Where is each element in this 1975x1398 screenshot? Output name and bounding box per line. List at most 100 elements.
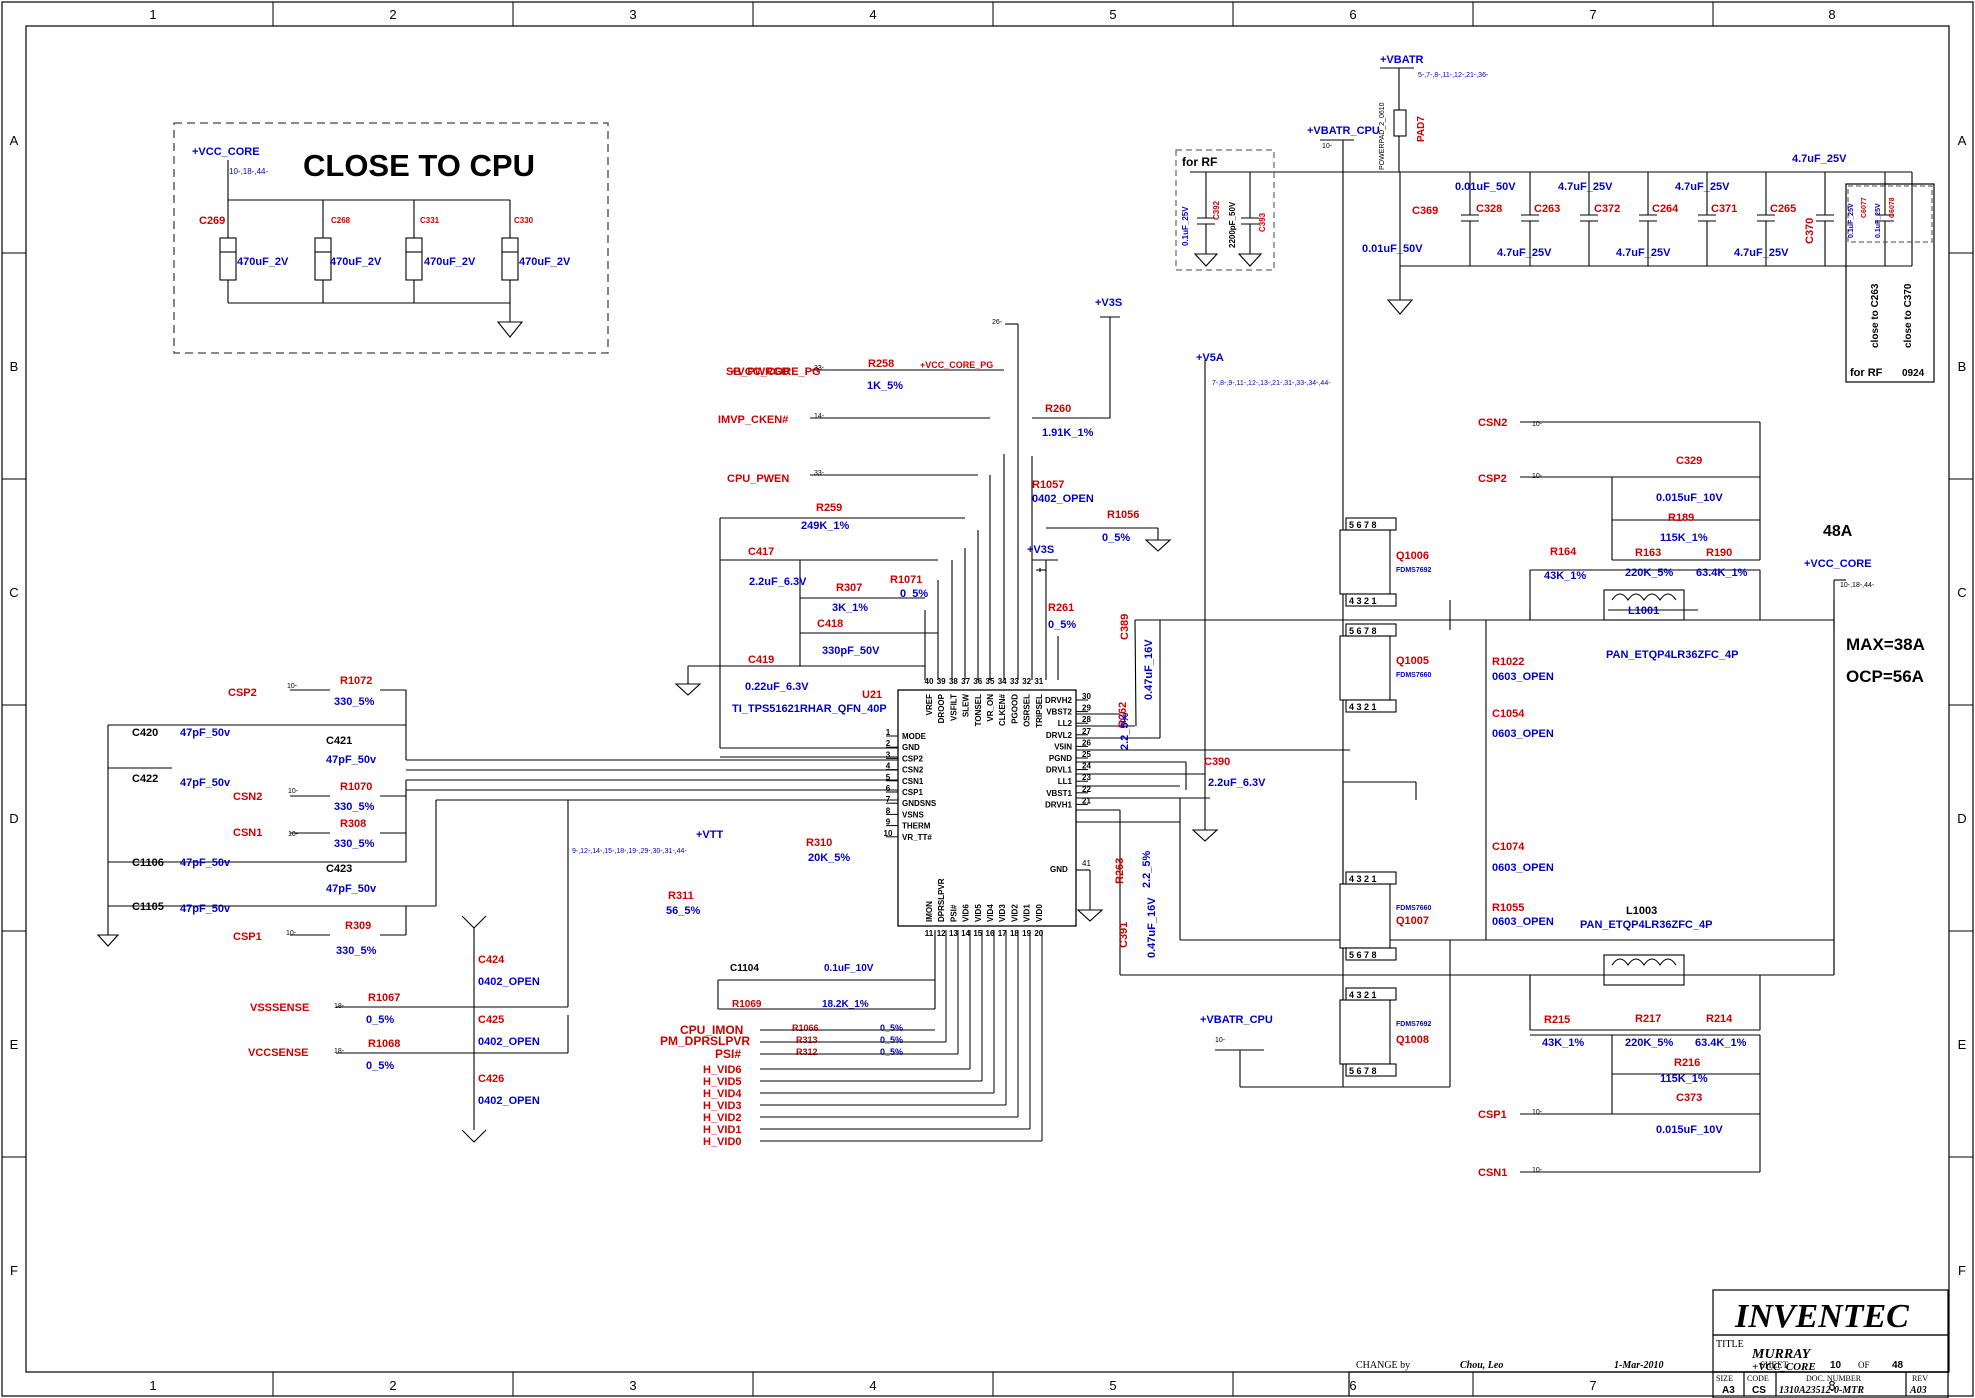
part-ref: R313 <box>796 1035 818 1045</box>
pin-name: VID5 <box>974 904 983 922</box>
pin-name: VID0 <box>1035 904 1044 922</box>
part-value: 0603_OPEN <box>1492 671 1554 683</box>
pin-number: 9 <box>886 818 891 827</box>
pin-name: PGND <box>1049 754 1072 763</box>
part-value: 0402_OPEN <box>478 1036 540 1048</box>
pins: 5 6 7 8 <box>1349 1066 1377 1076</box>
pin-name: VBST1 <box>1046 789 1072 798</box>
part-ref: C426 <box>478 1073 504 1085</box>
rail-label: +V5A <box>1196 352 1224 364</box>
pin-name: MODE <box>902 732 927 741</box>
pin-number: 12 <box>937 929 946 938</box>
part-value: 0402_OPEN <box>478 1095 540 1107</box>
part-ref: C264 <box>1652 203 1679 215</box>
pin-number: 22 <box>1082 785 1091 794</box>
part-value: 0_5% <box>1102 532 1130 544</box>
pin-number: 20 <box>1034 929 1043 938</box>
part-ref: R258 <box>868 358 894 370</box>
part-value: 20K_5% <box>808 852 850 864</box>
col-label: 2 <box>389 1378 396 1393</box>
part-ref: C420 <box>132 727 158 739</box>
net-ref: 33- <box>814 470 825 477</box>
part-ref: C269 <box>199 215 225 227</box>
part-value: 0.015uF_10V <box>1656 492 1723 504</box>
part-value: 0_5% <box>880 1035 903 1045</box>
row-label: D <box>1957 811 1966 826</box>
part-ref: C1105 <box>132 901 164 913</box>
col-label: 1 <box>149 1378 156 1393</box>
col-label: 4 <box>869 1378 876 1393</box>
net-label: CSP1 <box>1478 1109 1507 1121</box>
sheet-number: 10 <box>1830 1360 1842 1371</box>
pin-name: VID3 <box>998 904 1007 922</box>
part-value: 63.4K_1% <box>1696 567 1748 579</box>
pin-number: 37 <box>961 677 970 686</box>
part-value: FDMS7660 <box>1396 905 1432 912</box>
net-ref: 26- <box>992 319 1003 326</box>
pin-name: CSP2 <box>902 754 923 763</box>
net-label: VSSSENSE <box>250 1002 309 1014</box>
part-value: 470uF_2V <box>237 256 289 268</box>
rail-label: +VBATR_CPU <box>1200 1014 1273 1026</box>
part-value: 115K_1% <box>1660 532 1708 544</box>
pin-number: 14 <box>961 929 970 938</box>
pin-name: SLEW <box>962 694 971 718</box>
net-label: CSN2 <box>1478 417 1507 429</box>
pin-number: 31 <box>1034 677 1043 686</box>
row-label: F <box>1958 1263 1966 1278</box>
title-block: INVENTEC TITLE MURRAY +VCC_CORE SIZE A3 … <box>1348 1289 1949 1398</box>
part-value: 4.7uF_25V <box>1558 181 1613 193</box>
pin-number: 8 <box>886 806 891 815</box>
part-value: 18.2K_1% <box>822 999 869 1010</box>
net-label: H_VID2 <box>703 1112 742 1124</box>
part-value: 470uF_2V <box>424 256 476 268</box>
part-ref: R1057 <box>1032 479 1064 491</box>
part-value: 0.1uF_10V <box>824 963 874 974</box>
pins: 4 3 2 1 <box>1349 990 1377 1000</box>
part-ref: R262 <box>1117 702 1129 728</box>
pin-number: 27 <box>1082 727 1091 736</box>
rail-ref: 10-,18-,44- <box>1840 582 1875 589</box>
ocp-note: OCP=56A <box>1846 667 1924 686</box>
pin-name: DRVH2 <box>1045 696 1073 705</box>
part-ref: C328 <box>1476 203 1502 215</box>
part-value: 0402_OPEN <box>1032 493 1094 505</box>
part-value: 330_5% <box>334 696 375 708</box>
pin-number: 41 <box>1082 859 1091 868</box>
rail-ref: 10- <box>1322 143 1333 150</box>
pin-number: 35 <box>986 677 995 686</box>
part-value: 2.2uF_6.3V <box>1208 777 1266 789</box>
part-value: 1.91K_1% <box>1042 427 1094 439</box>
pin-name: TONSEL <box>974 694 983 726</box>
part-ref: C393 <box>1258 212 1267 232</box>
net-ref: 10- <box>288 831 299 838</box>
part-value: 0.01uF_50V <box>1362 243 1423 255</box>
part-value: 0_5% <box>366 1014 394 1026</box>
pin-name: LL1 <box>1058 777 1073 786</box>
part-ref: C421 <box>326 735 352 747</box>
part-value: FDMS7692 <box>1396 567 1432 574</box>
part-ref: R189 <box>1668 512 1694 524</box>
pin-number: 29 <box>1082 704 1091 713</box>
row-label: B <box>1958 359 1967 374</box>
part-ref: L1001 <box>1628 605 1659 617</box>
row-label: F <box>10 1263 18 1278</box>
part-value: 0_5% <box>880 1023 903 1033</box>
part-value: 4.7uF_25V <box>1675 181 1730 193</box>
pin-name: TRIPSEL <box>1035 694 1044 728</box>
col-label: 5 <box>1109 1378 1116 1393</box>
part-value: 249K_1% <box>801 520 850 532</box>
col-label: 1 <box>149 7 156 22</box>
pin-number: 33 <box>1010 677 1019 686</box>
code-note: 0924 <box>1902 368 1925 379</box>
code-label: CODE <box>1747 1374 1769 1383</box>
part-ref: R307 <box>836 582 862 594</box>
part-value: 0603_OPEN <box>1492 916 1554 928</box>
part-ref: C423 <box>326 863 352 875</box>
part-ref: C418 <box>817 618 843 630</box>
pins: 4 3 2 1 <box>1349 874 1377 884</box>
pin-name: VREF <box>925 694 934 715</box>
net-label: PSI# <box>715 1047 741 1061</box>
part-ref: R259 <box>816 502 842 514</box>
part-ref: C369 <box>1412 205 1438 217</box>
